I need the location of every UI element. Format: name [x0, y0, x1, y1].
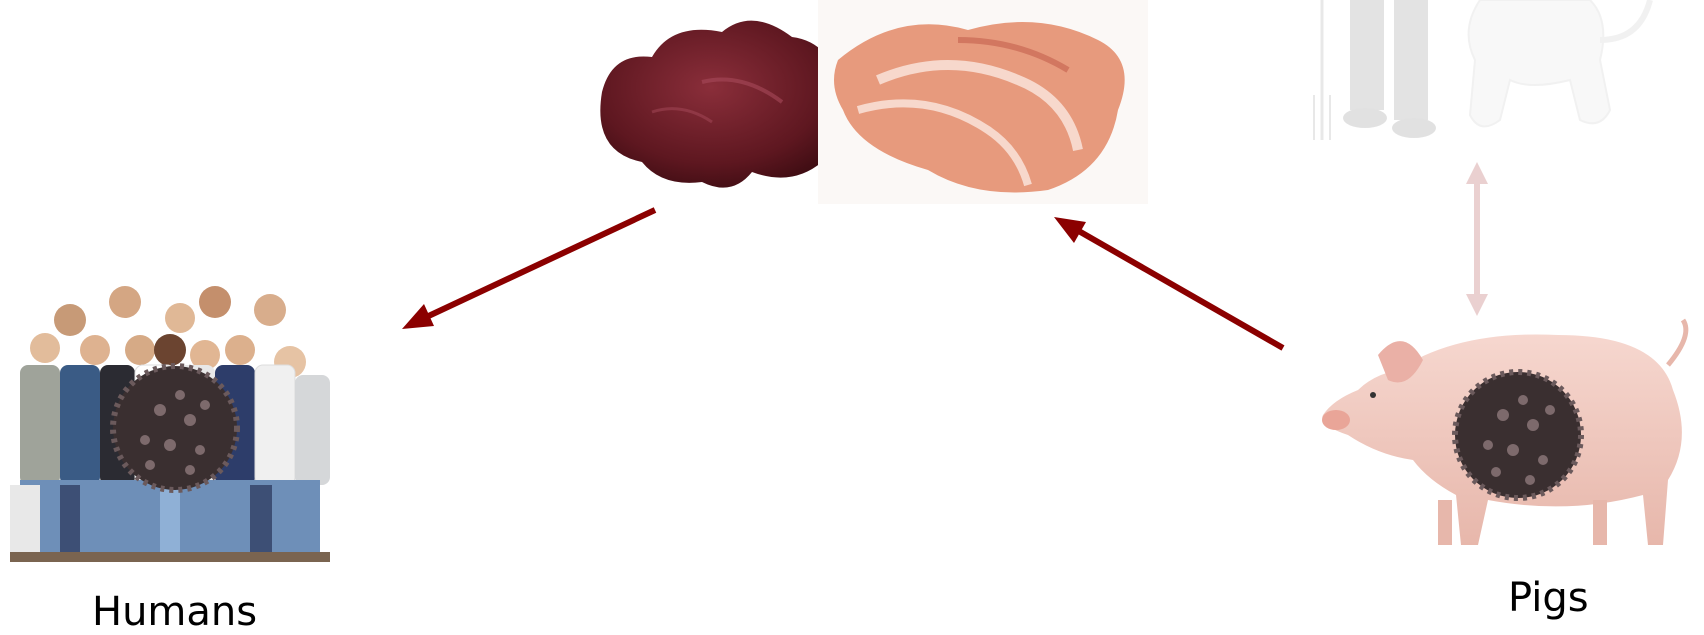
arrow-food-to-humans: [390, 200, 670, 340]
virus-particle-icon: [113, 366, 237, 490]
virus-particle-icon: [1455, 372, 1581, 498]
humans-image: [0, 280, 350, 580]
pigs-label: Pigs: [1508, 578, 1589, 618]
faded-double-arrow: [1462, 160, 1492, 320]
farmer-dog-image: [1310, 0, 1690, 190]
pig-image: [1318, 320, 1698, 560]
arrow-pigs-to-food: [1040, 210, 1300, 360]
humans-label: Humans: [92, 592, 257, 632]
ham-slices-image: [818, 0, 1148, 204]
